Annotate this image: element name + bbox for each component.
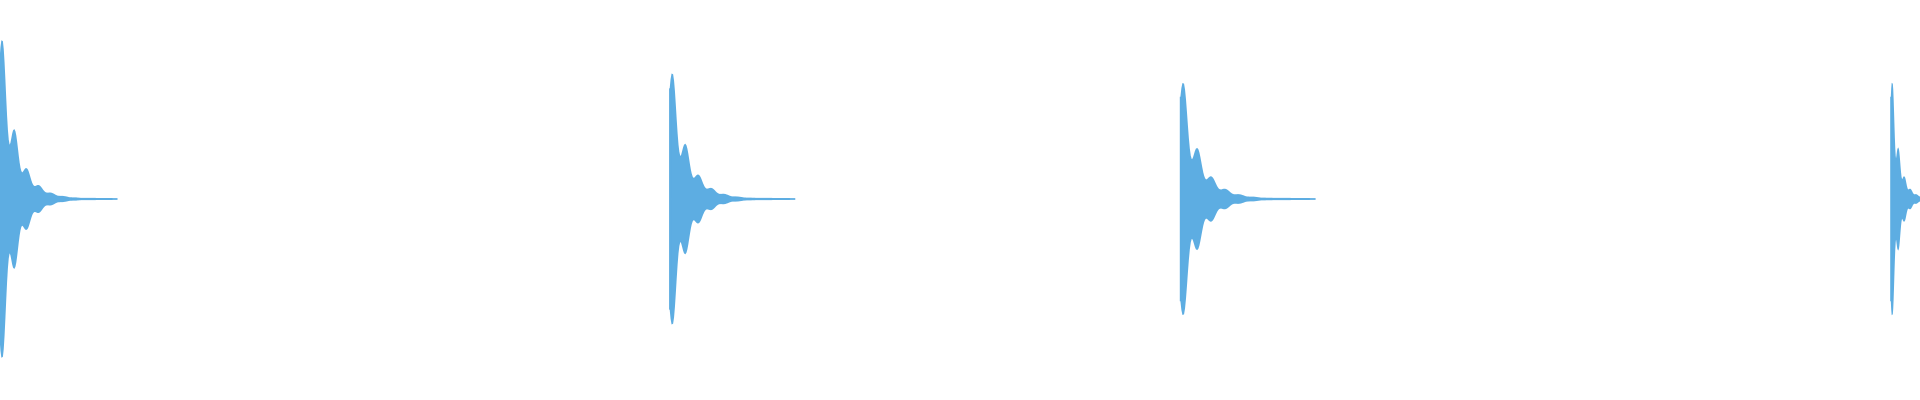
waveform-hit-1 <box>0 40 118 358</box>
waveform-hit-3 <box>1179 83 1316 315</box>
waveform-hits <box>0 40 1920 358</box>
waveform-hit-2 <box>669 73 796 325</box>
waveform-hit-4 <box>1890 82 1920 316</box>
